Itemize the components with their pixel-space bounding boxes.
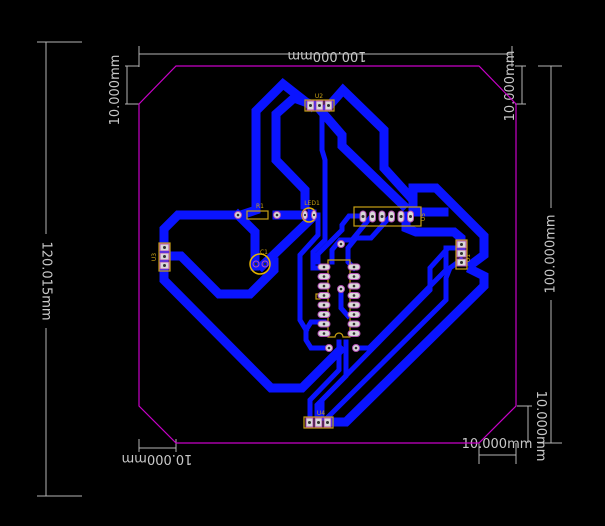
trace[interactable] bbox=[345, 214, 393, 272]
trace[interactable] bbox=[271, 92, 322, 210]
trace[interactable] bbox=[353, 245, 449, 351]
dim-right-height-label: 100.000mm bbox=[544, 214, 559, 293]
component-r1[interactable]: R1 bbox=[234, 203, 281, 220]
dim-top-width-label: 100.000mm bbox=[287, 48, 366, 63]
trace[interactable] bbox=[161, 251, 279, 299]
ic-right-pads bbox=[347, 263, 361, 337]
component-u6-dip16[interactable] bbox=[315, 259, 361, 338]
component-u5[interactable]: U5 bbox=[353, 206, 427, 227]
trace[interactable] bbox=[307, 339, 342, 421]
dim-left-height-label: 120.015mm bbox=[39, 241, 54, 320]
u3-label: U3 bbox=[151, 253, 158, 261]
component-u4[interactable]: U4 bbox=[303, 410, 334, 429]
trace[interactable] bbox=[329, 214, 374, 265]
trace[interactable] bbox=[297, 212, 321, 334]
dim-top-right-chamfer-label: 10.000mm bbox=[503, 51, 518, 122]
trace[interactable] bbox=[159, 210, 243, 255]
dim-bottom-right-chamfer-v-label: 10.000mm bbox=[533, 391, 548, 462]
led1-label: LED1 bbox=[304, 200, 320, 207]
dimension-annotations: 100.000mm 10.000mm 10.000mm 120.015mm 10… bbox=[37, 41, 562, 497]
c1-label: C1 bbox=[260, 249, 268, 256]
trace[interactable] bbox=[408, 183, 489, 271]
trace[interactable] bbox=[323, 263, 489, 427]
dim-bottom-left-chamfer-label: 10.000mm bbox=[122, 451, 193, 466]
dim-bottom-right-chamfer-h-label: 10.000mm bbox=[462, 437, 533, 452]
trace[interactable] bbox=[401, 211, 466, 253]
component-u2[interactable]: U2 bbox=[304, 93, 335, 112]
u5-label: U5 bbox=[420, 213, 427, 221]
trace[interactable] bbox=[314, 339, 349, 421]
component-led1[interactable]: LED1 bbox=[301, 200, 320, 223]
trace[interactable] bbox=[323, 256, 465, 422]
trace[interactable] bbox=[310, 109, 328, 271]
trace[interactable] bbox=[159, 257, 347, 393]
trace[interactable] bbox=[235, 77, 318, 221]
board-outline[interactable] bbox=[138, 65, 517, 444]
component-u1[interactable]: U1 bbox=[455, 239, 472, 270]
r1-label: R1 bbox=[256, 203, 264, 210]
vias bbox=[325, 240, 360, 352]
copper-traces[interactable] bbox=[159, 77, 489, 427]
trace[interactable] bbox=[315, 213, 360, 265]
trace[interactable] bbox=[338, 287, 352, 320]
trace[interactable] bbox=[315, 105, 410, 212]
trace[interactable] bbox=[255, 209, 317, 273]
component-u3[interactable]: U3 bbox=[151, 242, 171, 272]
component-c1[interactable]: C1 bbox=[249, 249, 271, 275]
ic-left-pads bbox=[317, 263, 331, 337]
u4-label: U4 bbox=[317, 410, 325, 417]
u1-label: U1 bbox=[465, 254, 472, 262]
trace[interactable] bbox=[303, 319, 332, 351]
u2-label: U2 bbox=[315, 93, 323, 100]
dim-top-left-chamfer-label: 10.000mm bbox=[108, 55, 123, 126]
